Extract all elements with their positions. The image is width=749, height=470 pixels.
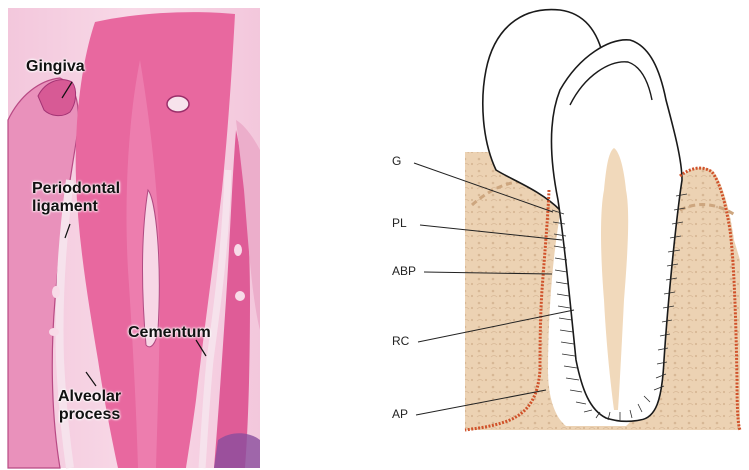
marrow-space [235,291,245,301]
fiber-line [558,306,570,308]
fiber-line [561,342,574,344]
fiber-line [559,318,572,320]
fiber-line [556,282,568,284]
fiber-line [570,390,582,392]
label-alveolar-process: Alveolar process [58,388,121,424]
vessel [167,96,189,112]
label-pl: PL [392,216,407,230]
histology-panel [8,8,260,468]
fiber-line [576,402,586,404]
label-periodontal-ligament: Periodontal ligament [32,180,120,216]
label-alveolar-process-line1: Alveolar [58,388,121,406]
marrow-space [234,244,242,256]
cellular-tissue [214,433,260,468]
fiber-line [562,354,575,356]
label-gingiva: Gingiva [26,58,85,76]
fiber-line [566,378,579,380]
fiber-line [555,270,567,272]
marrow-space [49,328,59,336]
label-g: G [392,154,401,168]
fiber-line [557,294,569,296]
label-alveolar-process-line2: process [58,406,121,424]
fiber-line [560,330,573,332]
marrow-space [52,286,60,298]
label-periodontal-ligament-line2: ligament [32,198,120,216]
label-cementum: Cementum [128,324,211,342]
label-periodontal-ligament-line1: Periodontal [32,180,120,198]
label-abp: ABP [392,264,416,278]
diagram-panel [414,10,740,430]
label-rc: RC [392,334,409,348]
fiber-line [584,410,592,412]
fiber-line [564,366,577,368]
label-ap: AP [392,407,408,421]
